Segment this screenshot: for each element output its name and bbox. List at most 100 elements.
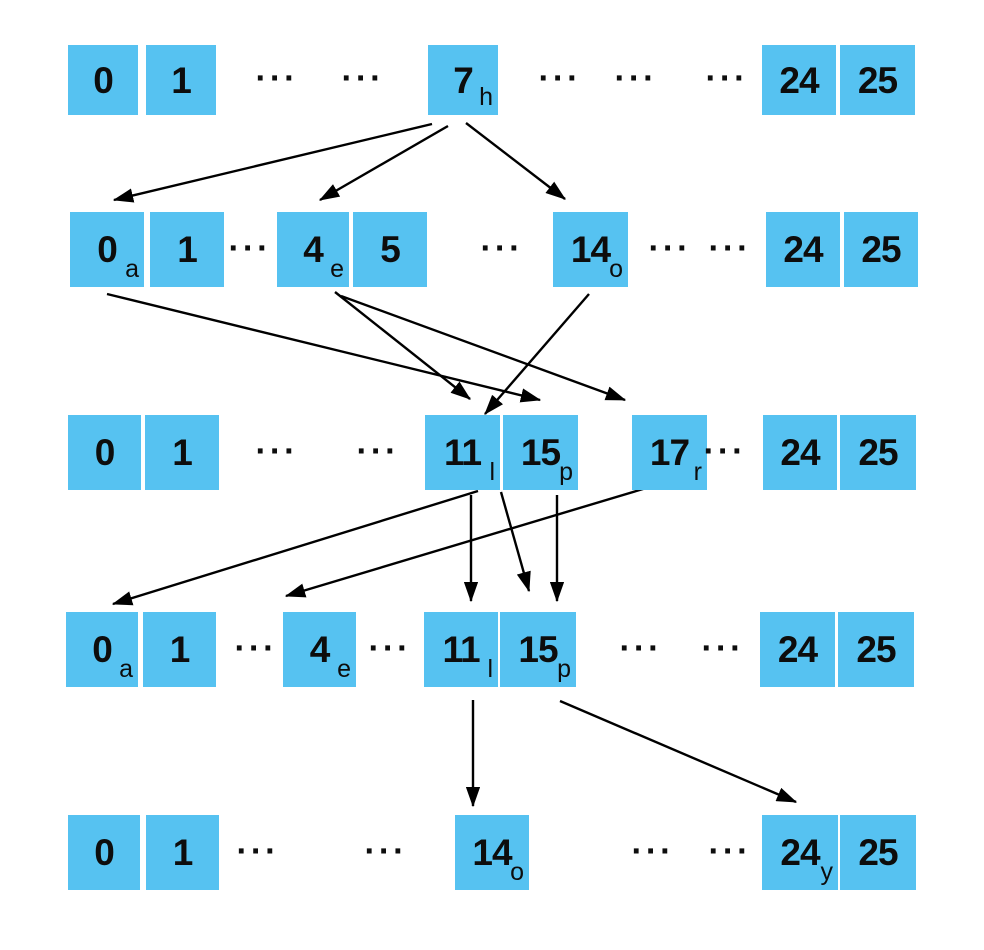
slot-index: 25	[858, 832, 898, 873]
slot-index: 0	[93, 59, 114, 101]
trie-slot-level-3-1: 1	[145, 415, 219, 490]
arrow-L2-4e-L3-11l	[334, 291, 471, 400]
slot-index: 14	[472, 832, 512, 873]
trie-slot-level-1-0: 0	[68, 45, 138, 115]
trie-slot-level-3-0: 0	[68, 415, 141, 490]
slot-index: 17	[649, 432, 690, 473]
ellipsis: ···	[228, 229, 272, 268]
ellipsis: ···	[480, 229, 524, 268]
slot-letter: y	[820, 858, 834, 886]
ellipsis: ···	[255, 59, 299, 98]
slot-index: 25	[861, 229, 901, 270]
ellipsis: ···	[538, 59, 582, 98]
ellipsis: ···	[701, 629, 745, 668]
slot-index: 14	[570, 229, 611, 270]
slot-letter: o	[609, 255, 623, 283]
arrow-L1-7h-L2-0a	[112, 122, 433, 203]
arrow-L1-7h-L2-14o	[465, 122, 566, 200]
slot-index: 15	[518, 629, 558, 670]
arrow-L4-15p-L5-24y	[559, 699, 798, 804]
trie-slot-level-2-25: 25	[844, 212, 918, 287]
slot-letter: e	[337, 655, 351, 683]
slot-index: 1	[172, 832, 194, 873]
slot-index: 24	[783, 229, 823, 270]
arrow-L2-4e-L3-17r	[340, 294, 627, 402]
slot-index: 11	[442, 629, 480, 670]
slot-index: 15	[520, 432, 561, 473]
slot-index: 0	[94, 432, 116, 473]
slot-index: 1	[169, 629, 191, 670]
ellipsis: ···	[708, 229, 752, 268]
arrow-L2-0a-L3-15p	[106, 292, 542, 403]
ellipsis: ···	[341, 59, 385, 98]
slot-index: 4	[303, 229, 324, 270]
ellipsis: ···	[648, 229, 692, 268]
arrow-L2-14o-L3-11l	[484, 293, 590, 415]
ellipsis: ···	[705, 59, 749, 98]
slot-letter: l	[489, 458, 495, 486]
slot-index: 1	[171, 59, 192, 101]
slot-letter: o	[510, 858, 524, 886]
slot-index: 4	[309, 629, 331, 670]
slot-index: 25	[858, 432, 898, 473]
slot-letter: e	[330, 255, 344, 283]
slot-index: 24	[780, 432, 820, 473]
slot-index: 7	[453, 59, 474, 101]
arrow-L3-11l-L4-0a	[111, 489, 479, 606]
trie-slot-level-4-25: 25	[838, 612, 914, 687]
slot-index: 0	[94, 832, 115, 873]
slot-letter: h	[479, 83, 493, 111]
trie-slot-level-1-25: 25	[840, 45, 915, 115]
ellipsis: ···	[614, 59, 658, 98]
slot-index: 11	[443, 432, 482, 473]
trie-slot-level-2-24: 24	[766, 212, 840, 287]
trie-slot-level-5-0: 0	[68, 815, 140, 890]
slot-letter: p	[557, 655, 571, 683]
ellipsis: ···	[368, 629, 412, 668]
ellipsis: ···	[356, 432, 400, 471]
trie-slot-level-4-1: 1	[143, 612, 216, 687]
ellipsis: ···	[703, 432, 747, 471]
slot-index: 0	[92, 629, 113, 670]
trie-slot-level-1-1: 1	[146, 45, 216, 115]
slot-letter: a	[119, 655, 133, 683]
slot-letter: p	[559, 458, 573, 486]
ellipsis: ···	[236, 832, 280, 871]
slot-letter: a	[125, 255, 139, 283]
slot-index: 25	[856, 629, 896, 670]
trie-slot-level-1-24: 24	[762, 45, 836, 115]
slot-index: 1	[172, 432, 193, 473]
slot-index: 24	[777, 629, 818, 670]
ellipsis: ···	[364, 832, 408, 871]
ellipsis: ···	[255, 432, 299, 471]
slot-index: 1	[177, 229, 198, 270]
arrow-L3-17r-L4-4e	[284, 481, 664, 598]
trie-slot-level-5-1: 1	[146, 815, 219, 890]
slot-letter: r	[693, 458, 702, 486]
arrow-L3-11l-L4-15p	[499, 491, 531, 593]
arrow-L1-7h-L2-4e	[318, 124, 449, 202]
slot-index: 24	[780, 832, 820, 873]
ellipsis: ···	[234, 629, 278, 668]
trie-slot-level-2-1: 1	[150, 212, 224, 287]
trie-slot-level-5-25: 25	[840, 815, 916, 890]
ellipsis: ···	[708, 832, 752, 871]
trie-slot-level-4-24: 24	[760, 612, 835, 687]
slot-index: 0	[97, 229, 118, 270]
trie-slot-level-3-25: 25	[840, 415, 916, 490]
trie-slot-level-2-5: 5	[353, 212, 427, 287]
